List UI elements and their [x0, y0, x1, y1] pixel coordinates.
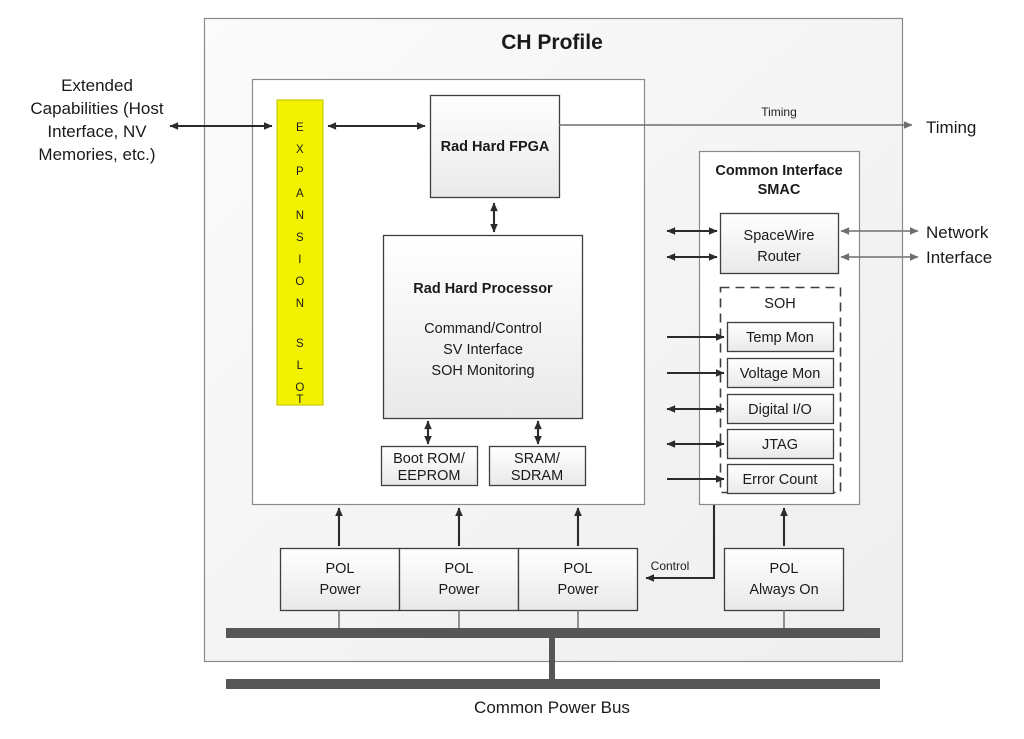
processor-function-3: SOH Monitoring [431, 363, 534, 379]
rad-hard-fpga-box [429, 94, 561, 199]
expansion-slot-box [276, 99, 324, 406]
svg-text:P: P [296, 166, 304, 178]
svg-text:L: L [297, 360, 304, 372]
smac-title-line-1: Common Interface [715, 163, 842, 179]
svg-text:Memories, etc.): Memories, etc.) [38, 145, 155, 164]
pol-power-box-2 [398, 547, 520, 612]
soh-group-title: SOH [764, 296, 795, 312]
svg-text:N: N [296, 298, 305, 310]
svg-text:N: N [296, 210, 305, 222]
spacewire-router-line-2: Router [757, 249, 801, 265]
internal-power-bus-bar [226, 628, 880, 638]
soh-group-outline [719, 286, 842, 494]
svg-text:Extended: Extended [61, 76, 133, 95]
sram-line-1: SRAM/ [514, 451, 561, 467]
svg-text:E: E [296, 122, 304, 134]
common-power-bus-bar [226, 679, 880, 689]
rad-hard-processor-box [382, 234, 584, 420]
boot-rom-eeprom-box [380, 445, 479, 487]
svg-text:A: A [296, 188, 304, 200]
pol-power-2-line-1: POL [444, 561, 473, 577]
control-wire-label: Control [651, 559, 690, 573]
rad-hard-fpga-label: Rad Hard FPGA [441, 139, 550, 155]
sram-sdram-box [488, 445, 587, 487]
svg-text:Capabilities (Host: Capabilities (Host [30, 99, 163, 118]
jtag-label: JTAG [762, 437, 798, 453]
svg-text:O: O [295, 276, 304, 288]
pol-always-on-line-2: Always On [749, 582, 818, 598]
svg-text:X: X [296, 144, 304, 156]
spacewire-router-line-1: SpaceWire [744, 228, 815, 244]
sram-line-2: SDRAM [511, 468, 563, 484]
common-power-bus-label: Common Power Bus [474, 698, 630, 717]
svg-text:I: I [298, 254, 302, 266]
error-count-box [726, 463, 835, 495]
pol-power-3-line-2: Power [557, 582, 598, 598]
svg-text:S: S [296, 232, 304, 244]
pol-power-2-line-2: Power [438, 582, 479, 598]
pol-power-1-line-1: POL [325, 561, 354, 577]
network-external-label: Network [926, 223, 989, 242]
spacewire-router-box [719, 212, 840, 275]
temp-mon-box [726, 321, 835, 353]
jtag-box [726, 428, 835, 460]
processor-function-1: Command/Control [424, 321, 542, 337]
error-count-label: Error Count [743, 472, 818, 488]
svg-text:T: T [296, 394, 303, 406]
boot-rom-line-2: EEPROM [398, 468, 461, 484]
pol-power-3-line-1: POL [563, 561, 592, 577]
power-bus-drop [549, 638, 555, 683]
extended-capabilities-label: Extended Capabilities (Host Interface, N… [30, 76, 163, 164]
timing-external-label: Timing [926, 118, 976, 137]
processor-function-2: SV Interface [443, 342, 523, 358]
digital-io-label: Digital I/O [748, 402, 812, 418]
svg-text:S: S [296, 338, 304, 350]
rad-hard-processor-title: Rad Hard Processor [413, 281, 553, 297]
pol-always-on-box [723, 547, 845, 612]
expansion-slot-letters: E X P A N S I O N S L O T [295, 122, 304, 406]
voltage-mon-label: Voltage Mon [740, 366, 821, 382]
interface-external-label: Interface [926, 248, 992, 267]
pol-always-on-line-1: POL [769, 561, 798, 577]
svg-text:Interface, NV: Interface, NV [47, 122, 147, 141]
page-title: CH Profile [501, 31, 603, 54]
boot-rom-line-1: Boot ROM/ [393, 451, 466, 467]
digital-io-box [726, 393, 835, 425]
control-line [645, 505, 716, 582]
pol-power-box-1 [279, 547, 401, 612]
pol-power-box-3 [517, 547, 639, 612]
pol-power-1-line-2: Power [319, 582, 360, 598]
svg-text:O: O [295, 382, 304, 394]
timing-wire-label: Timing [761, 105, 797, 119]
voltage-mon-box [726, 357, 835, 389]
temp-mon-label: Temp Mon [746, 330, 814, 346]
smac-title-line-2: SMAC [758, 182, 801, 198]
